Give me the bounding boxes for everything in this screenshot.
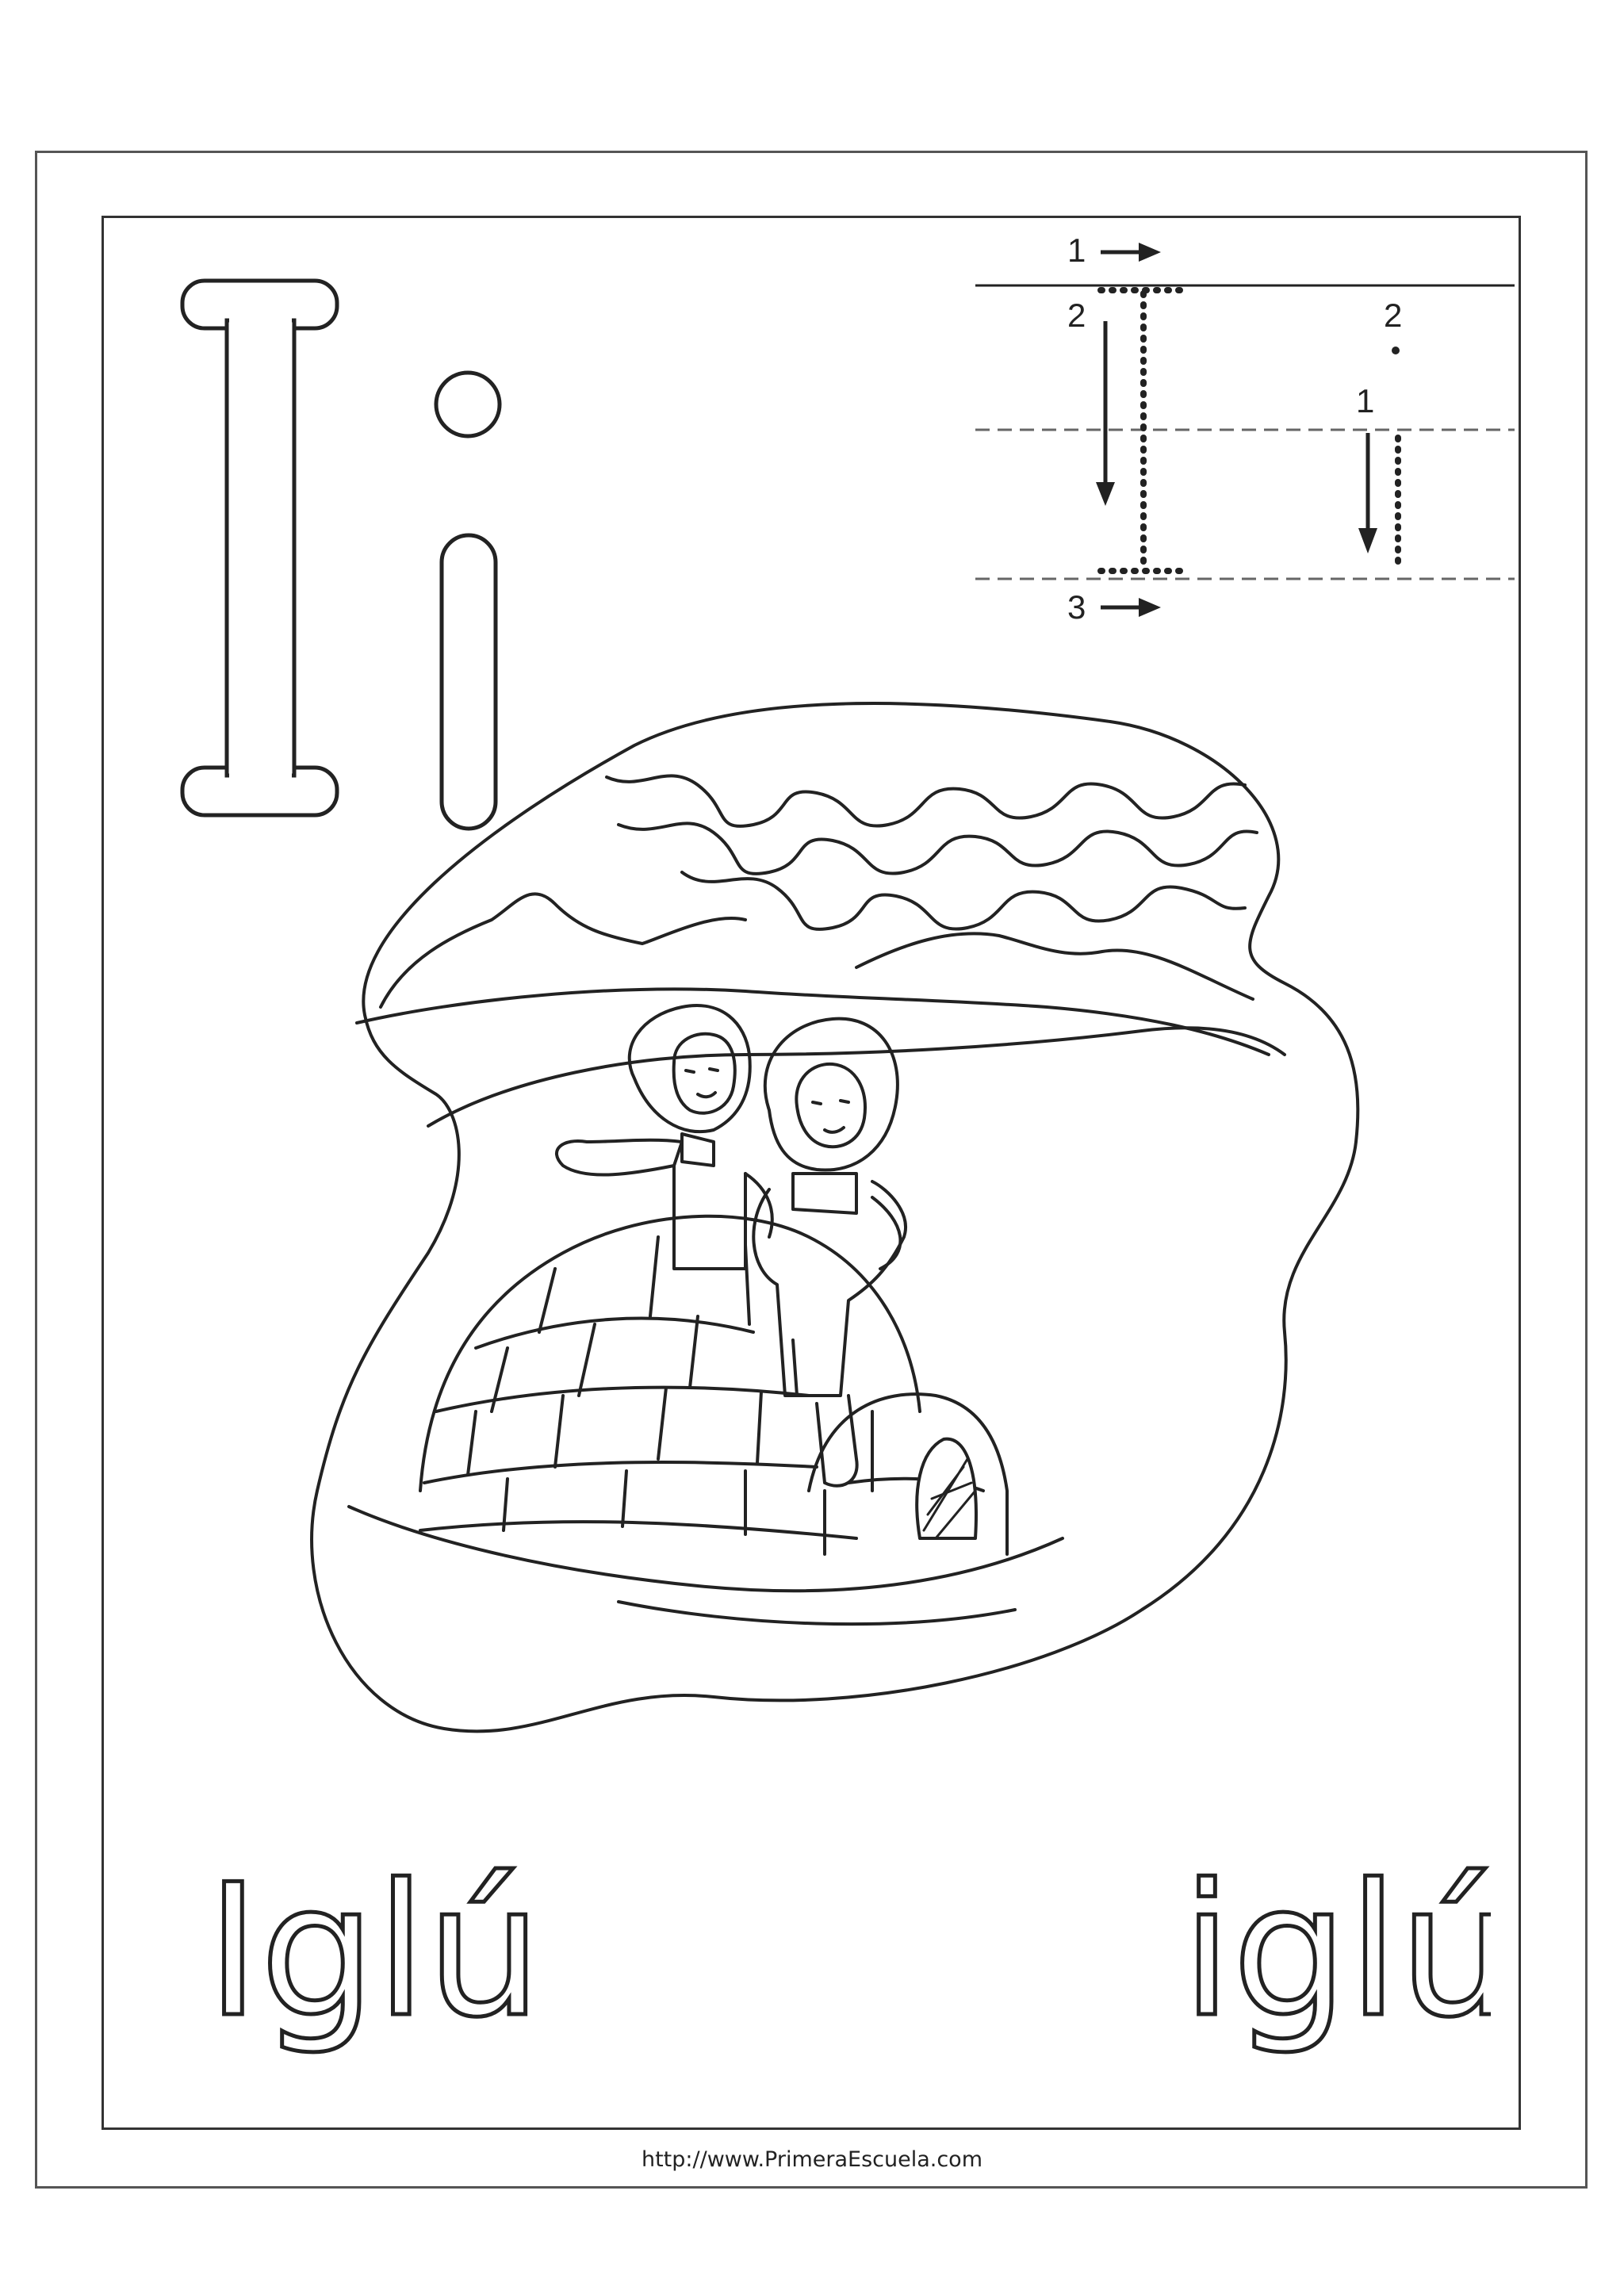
page-border bbox=[35, 151, 1588, 2189]
dotted-lowercase-dot bbox=[1392, 347, 1400, 354]
arrow-down-icon bbox=[1096, 321, 1115, 506]
word-capitalized: Iglú bbox=[206, 1846, 542, 2058]
arrow-right-icon bbox=[1101, 598, 1161, 617]
footer-url[interactable]: http://www.PrimeraEscuela.com bbox=[641, 2147, 983, 2172]
arrow-down-icon bbox=[1358, 433, 1377, 553]
snow-horizon bbox=[355, 987, 1270, 1056]
ground-snow bbox=[347, 1505, 1064, 1593]
worksheet-frame bbox=[102, 216, 1521, 2130]
step-number: 1 bbox=[1356, 382, 1374, 419]
lowercase-letter-outline bbox=[434, 370, 502, 831]
aurora bbox=[605, 774, 1247, 828]
igloo-entrance bbox=[807, 1392, 1009, 1556]
word-lowercase: iglú bbox=[1182, 1846, 1491, 2058]
uppercase-letter-outline bbox=[180, 278, 339, 818]
mountains bbox=[379, 892, 747, 1009]
step-number: 1 bbox=[1067, 232, 1086, 269]
igloo-dome bbox=[419, 1214, 921, 1492]
igloo-illustration bbox=[310, 702, 1360, 1733]
big-letters: I i bbox=[180, 278, 502, 831]
word-labels: Iglú iglú bbox=[205, 1844, 1492, 2060]
child-right bbox=[752, 1017, 907, 1488]
arrow-right-icon bbox=[1101, 243, 1161, 262]
step-number: 2 bbox=[1384, 297, 1402, 334]
step-number: 2 bbox=[1067, 297, 1086, 334]
scene-outline bbox=[310, 702, 1360, 1733]
stroke-order-guide: 1 2 3 1 2 bbox=[975, 232, 1515, 626]
child-left bbox=[555, 1004, 774, 1270]
step-number: 3 bbox=[1067, 588, 1086, 626]
